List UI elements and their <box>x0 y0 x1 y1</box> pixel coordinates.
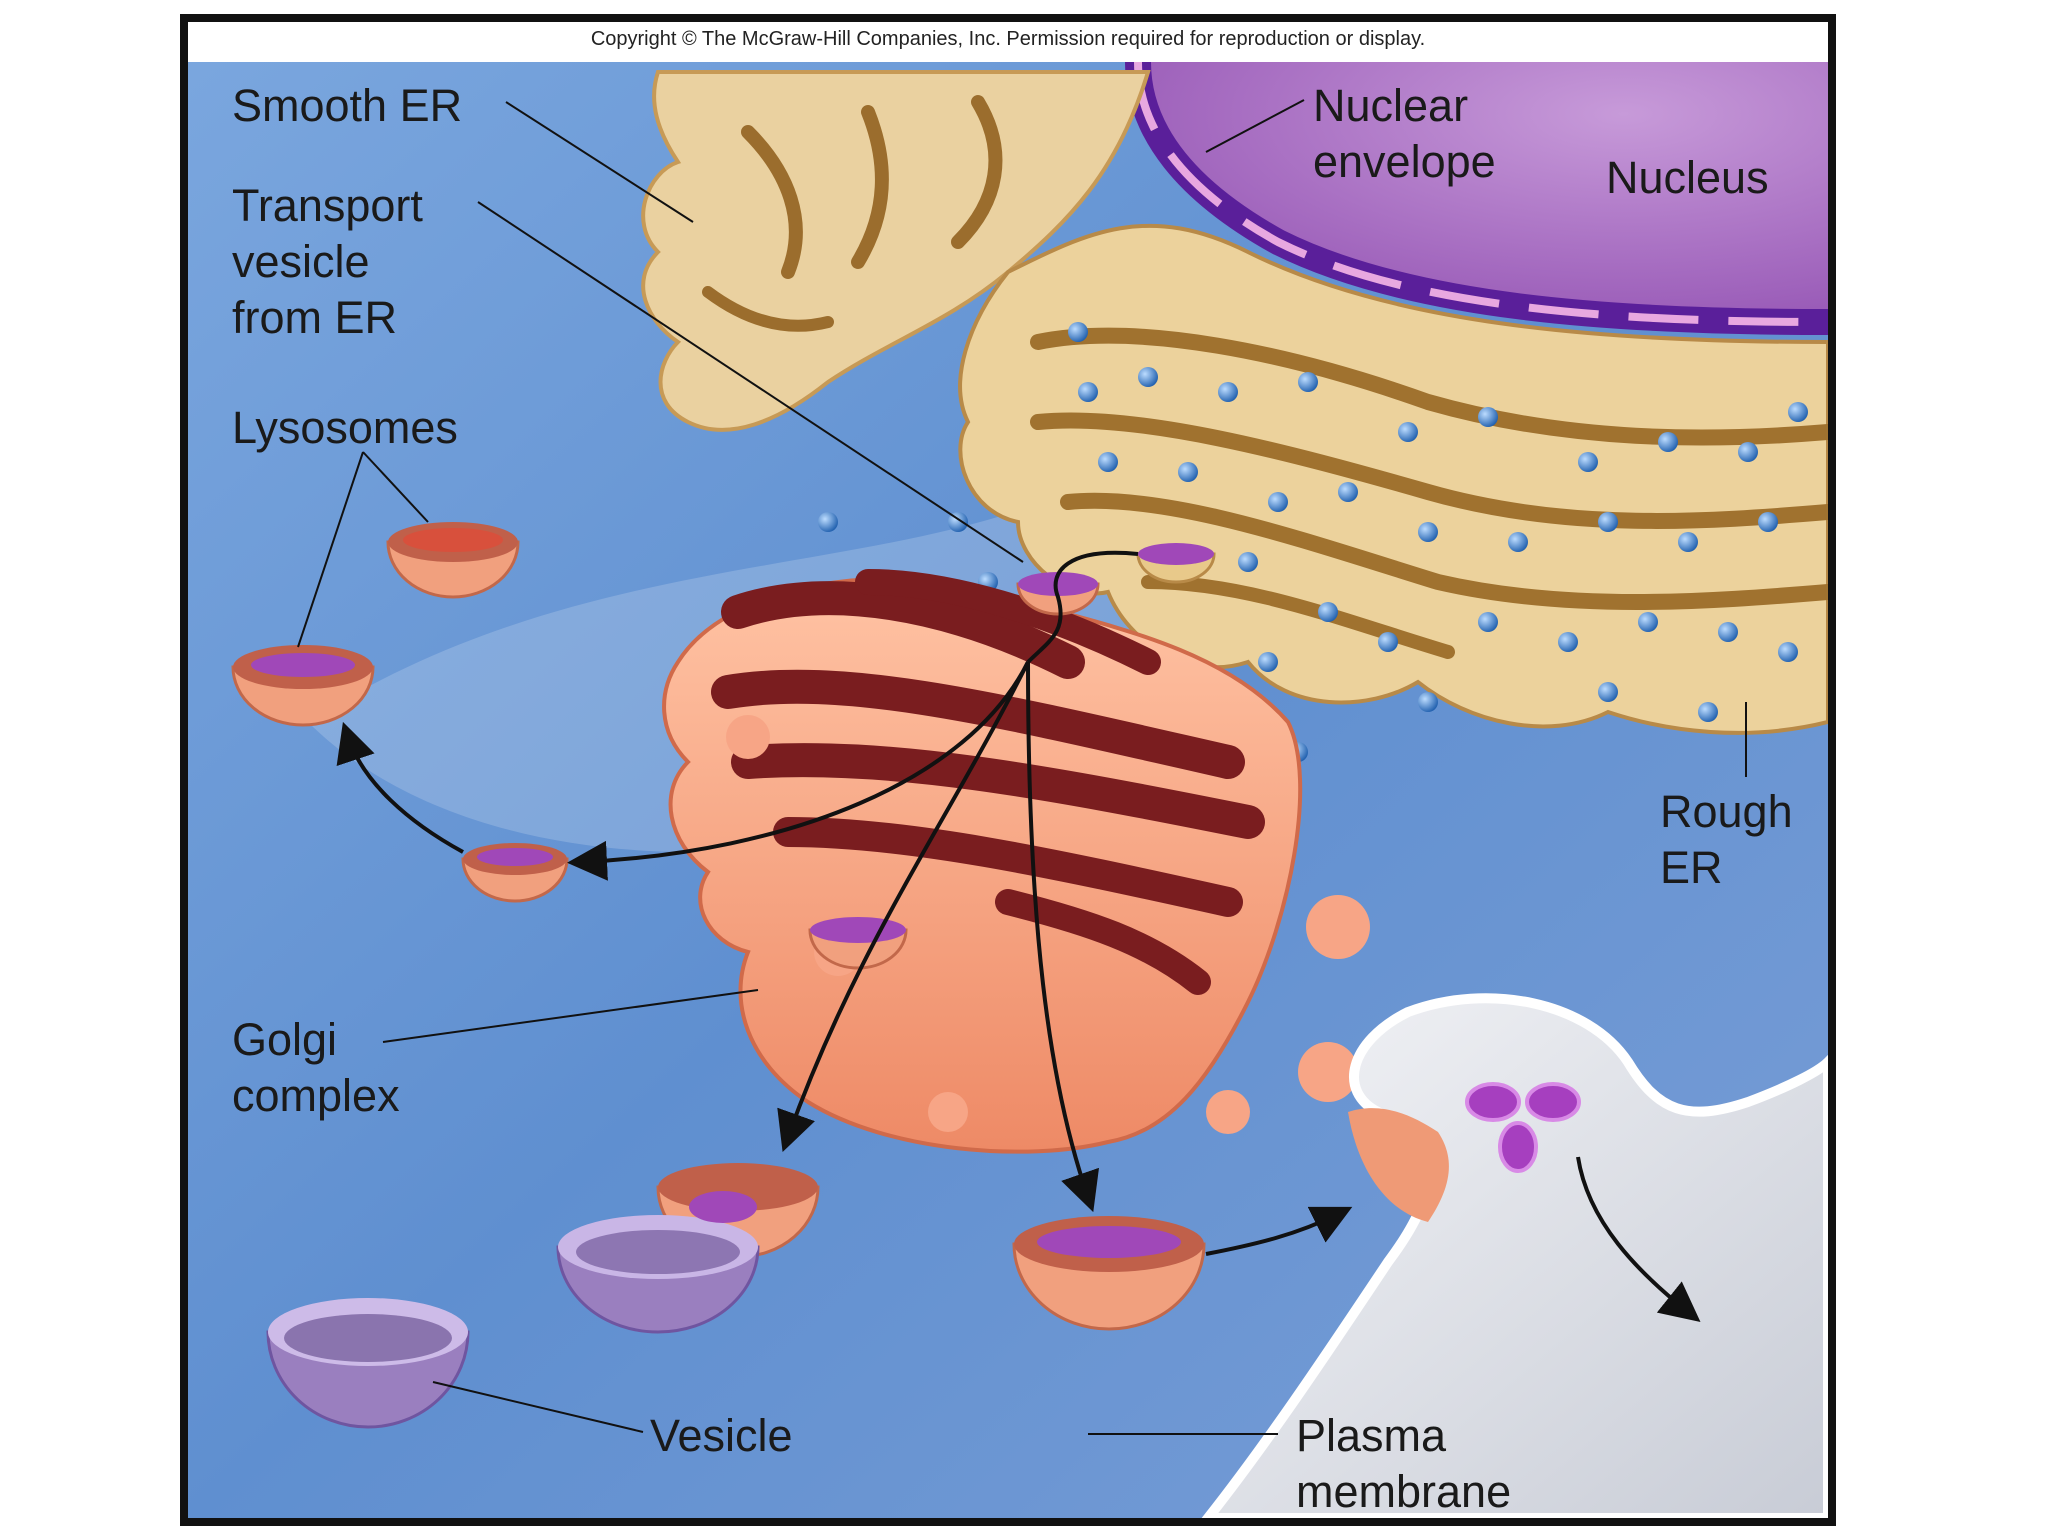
lysosome-upper <box>386 522 520 599</box>
ribosome <box>1598 682 1618 702</box>
ribosome <box>1318 602 1338 622</box>
pathway-arrow <box>567 661 1030 881</box>
golgi-bud <box>1206 1090 1250 1134</box>
pathway-arrow <box>1026 661 1100 1213</box>
ribosome <box>1418 522 1438 542</box>
ribosome <box>1508 532 1528 552</box>
ribosome <box>1658 432 1678 452</box>
smooth-er-tubule <box>741 125 803 279</box>
copyright-notice: Copyright © The McGraw-Hill Companies, I… <box>590 28 1426 50</box>
ribosome <box>1268 492 1288 512</box>
rough-er-cisterna <box>1030 412 1828 529</box>
leader-line <box>432 1381 644 1433</box>
pathway-arrow <box>1205 1206 1353 1256</box>
label-smooth-er: Smooth ER <box>232 80 463 131</box>
smooth-er-tubule <box>851 105 889 269</box>
ribosome <box>1398 422 1418 442</box>
label-nucleus: Nucleus <box>1606 152 1769 203</box>
lysosome-lower <box>231 645 375 727</box>
leader-line <box>297 451 364 648</box>
leader-line <box>362 451 429 523</box>
secreted-protein <box>1465 1082 1521 1122</box>
ribosome <box>1638 612 1658 632</box>
rough-er-cisterna <box>1060 492 1828 610</box>
leader-line <box>505 101 694 223</box>
vesicle <box>266 1298 470 1429</box>
golgi-bud <box>928 1092 968 1132</box>
label-rough-er: Rough ER <box>1660 786 1793 893</box>
ribosome <box>1238 552 1258 572</box>
rough-er-cisterna <box>1141 575 1455 659</box>
ribosome <box>948 512 968 532</box>
label-transport-vesicle: Transport vesicle from ER <box>232 180 423 343</box>
ribosome <box>1258 652 1278 672</box>
ribosome <box>1718 622 1738 642</box>
label-plasma-membrane: Plasma membrane <box>1296 1410 1512 1517</box>
leader-line <box>1205 99 1305 153</box>
leader-line <box>382 989 759 1043</box>
nucleus <box>1146 62 1828 322</box>
ribosome <box>1338 482 1358 502</box>
label-golgi-complex: Golgi complex <box>232 1014 400 1121</box>
ribosomes <box>818 322 1808 762</box>
ribosome <box>1788 402 1808 422</box>
transport-vesicle <box>1136 543 1216 584</box>
ribosome <box>1678 532 1698 552</box>
exocytosis-cup <box>1348 1108 1449 1222</box>
golgi-bud <box>1306 895 1370 959</box>
secreted-protein <box>1498 1121 1538 1173</box>
ribosome <box>1138 367 1158 387</box>
ribosome <box>1558 632 1578 652</box>
diagram-frame: Copyright © The McGraw-Hill Companies, I… <box>180 14 1836 1526</box>
ribosome <box>1478 407 1498 427</box>
smooth-er-tubule <box>702 286 834 332</box>
golgi-bud <box>1298 1042 1358 1102</box>
rough-er-cisterna <box>1030 327 1828 446</box>
fusing-vesicles <box>556 1163 820 1334</box>
leader-line <box>477 201 1024 563</box>
pathway-arrow <box>1576 1156 1701 1322</box>
ribosome <box>1698 702 1718 722</box>
plasma-membrane <box>1201 993 1828 1518</box>
ribosome <box>1078 382 1098 402</box>
ribosome <box>818 512 838 532</box>
golgi-cisterna <box>855 569 1161 675</box>
ribosome <box>1738 442 1758 462</box>
pathway-arrow <box>1026 550 1139 664</box>
ribosome <box>1778 642 1798 662</box>
smooth-er-tubule <box>951 95 1003 249</box>
ribosome <box>1418 692 1438 712</box>
golgi-cisterna <box>731 743 1265 839</box>
ribosome <box>1578 452 1598 472</box>
ribosome <box>1218 382 1238 402</box>
label-vesicle: Vesicle <box>650 1410 793 1461</box>
secreted-protein <box>1525 1082 1581 1122</box>
ribosome <box>1378 632 1398 652</box>
pathway-arrow <box>336 721 464 854</box>
secretory-vesicle <box>1012 1216 1206 1331</box>
golgi-cisterna <box>711 669 1245 779</box>
ribosome <box>1478 612 1498 632</box>
golgi-cisterna <box>721 581 1085 679</box>
ribosome <box>1098 452 1118 472</box>
golgi-cisterna <box>773 817 1243 917</box>
lysosome-forming <box>461 843 569 903</box>
label-lysosomes: Lysosomes <box>232 402 458 453</box>
golgi-bud <box>726 715 770 759</box>
secreted-proteins <box>1465 1082 1581 1173</box>
cell-illustration <box>188 61 1828 1518</box>
ribosome <box>1178 462 1198 482</box>
ribosome <box>1598 512 1618 532</box>
pathway-arrow <box>777 661 1030 1153</box>
pathway-arrows <box>336 550 1701 1322</box>
ribosome <box>1298 372 1318 392</box>
ribosome <box>1068 322 1088 342</box>
nuclear-envelope-inner <box>1134 61 1828 326</box>
ribosome <box>1758 512 1778 532</box>
label-nuclear-envelope: Nuclear envelope <box>1313 80 1496 187</box>
leader-lines <box>297 99 1747 1435</box>
